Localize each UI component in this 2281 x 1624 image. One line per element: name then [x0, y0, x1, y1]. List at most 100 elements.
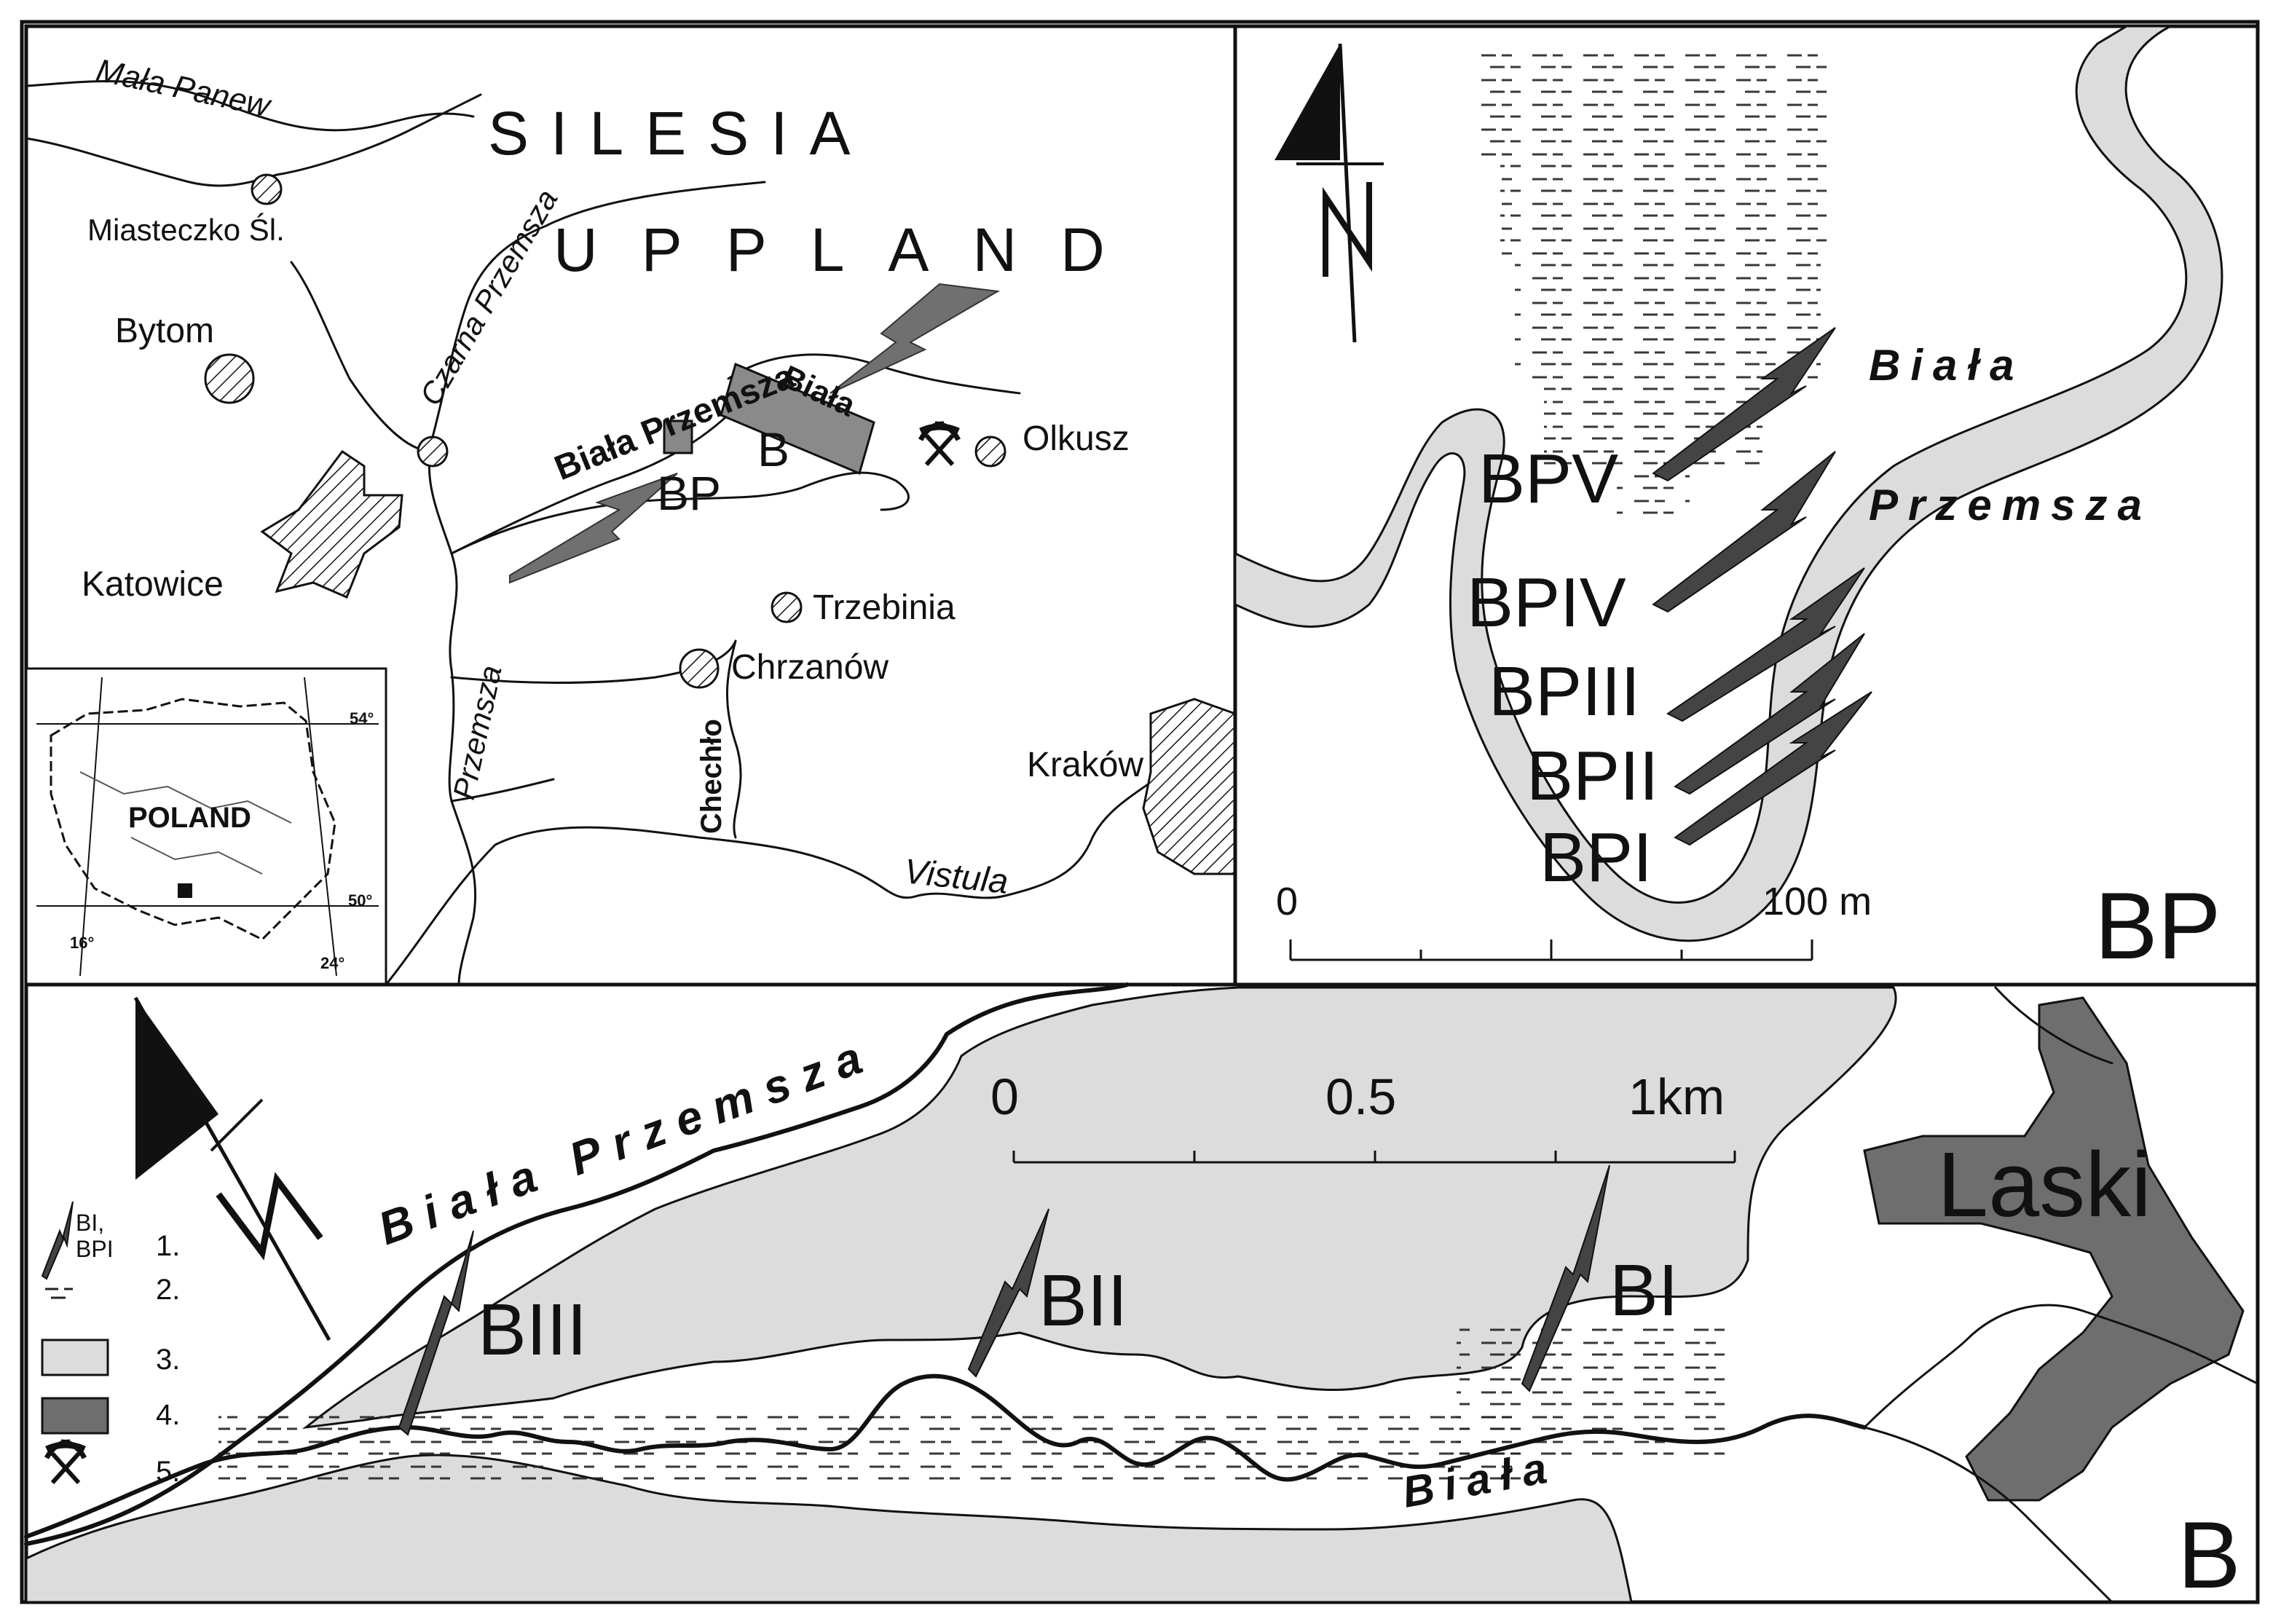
study-area-marker	[178, 883, 192, 898]
terrace-edge-line	[1994, 986, 2113, 1065]
lat54-label: 54°	[350, 709, 374, 728]
site-label-bpv: BPV	[1478, 440, 1618, 518]
czarna-przemsza-river	[428, 181, 766, 986]
uppland-label: UPPLAND	[553, 216, 1149, 284]
inset-internal-border-2	[130, 837, 263, 875]
chrzanow-label: Chrzanów	[731, 648, 889, 687]
olkusz-town-symbol	[974, 435, 1006, 468]
bp-detail-map: 0 100 m Biała Przemsza BPV BPIV BPIII BP…	[1233, 24, 2260, 987]
legend-light-swatch	[41, 1339, 109, 1376]
mala-panew-river	[25, 80, 475, 132]
b-scale-mid: 0.5	[1325, 1068, 1396, 1125]
krakow-label: Kraków	[1027, 746, 1143, 784]
bytom-label: Bytom	[115, 312, 214, 350]
legend-site-sym-a: BI,	[76, 1210, 104, 1236]
vistula-label: Vistula	[902, 852, 1010, 902]
bii-arrow	[967, 1208, 1049, 1378]
legend-item-3: 3.	[156, 1344, 180, 1376]
vistula-river	[385, 770, 1167, 986]
regional-map: SILESIA UPPLAND Mała Panew Czarna Przems…	[24, 24, 1237, 987]
laski-area	[1863, 996, 2245, 1502]
bi-arrow	[1521, 1164, 1610, 1392]
b-scale-bar	[1012, 1151, 1736, 1164]
b-detail-map: BI, BPI 1. 2. 3. 4. 5. Biała Przemsza Bi…	[24, 982, 2260, 1608]
biala-przemsza-channel	[1234, 25, 2223, 942]
arrow-bp-pointer	[509, 473, 678, 584]
bp-north-arrow	[1275, 43, 1384, 343]
legend-dark-swatch	[41, 1397, 109, 1435]
mala-panew-label: Mała Panew	[93, 52, 275, 125]
lon24-label: 24°	[320, 954, 344, 972]
przemsza-river	[450, 639, 737, 684]
bp-river-label-2: Przemsza	[1869, 481, 2152, 529]
miasteczko-label: Miasteczko Śl.	[87, 212, 285, 247]
b-panel-label: B	[2178, 1502, 2241, 1608]
west-tributary	[290, 261, 434, 453]
krakow-area	[1142, 698, 1237, 875]
legend-item-1: 1.	[156, 1230, 180, 1262]
site-label-bii: BII	[1039, 1260, 1127, 1341]
wisla-left-branch	[450, 778, 555, 803]
bp-scale-bar	[1289, 939, 1813, 961]
b-north-arrow	[133, 996, 331, 1341]
site-label-bpii: BPII	[1526, 737, 1658, 815]
chechlo-label: Chechło	[696, 719, 728, 834]
laski-label: Laski	[1937, 1133, 2151, 1236]
b-scale-start: 0	[990, 1068, 1019, 1125]
bp-river-label-1: Biała	[1869, 341, 2024, 390]
b-scale-end: 1km	[1628, 1068, 1725, 1125]
bpv-arrow	[1652, 327, 1836, 482]
site-label-bpiv: BPIV	[1467, 564, 1626, 642]
poland-label: POLAND	[128, 802, 251, 834]
lon16-label: 16°	[70, 934, 94, 952]
lat50-label: 50°	[348, 891, 372, 910]
legend: BI, BPI 1. 2. 3. 4. 5.	[41, 1201, 180, 1488]
b-site-box	[720, 362, 875, 476]
inset-frame	[25, 667, 387, 986]
bpiv-arrow	[1652, 451, 1836, 613]
bp-scale-start: 0	[1276, 880, 1298, 923]
b-site-label: B	[757, 422, 789, 476]
site-label-biii: BIII	[478, 1289, 587, 1371]
bp-site-box	[663, 419, 693, 454]
legend-item-5: 5.	[156, 1456, 180, 1488]
inset-lon24-line	[304, 677, 337, 977]
legend-item-4: 4.	[156, 1399, 180, 1431]
floodplain-terrace-upper	[302, 986, 1897, 1430]
olkusz-label: Olkusz	[1023, 419, 1130, 458]
katowice-area	[260, 449, 403, 599]
poland-inset: POLAND 54° 50° 16° 24°	[25, 667, 387, 986]
arrow-b-pointer	[830, 283, 1001, 394]
bpiii-arrow	[1666, 567, 1865, 722]
tributary-to-laski	[1863, 1426, 2113, 1604]
trzebinia-label: Trzebinia	[813, 588, 956, 627]
biala-przemsza-river	[450, 471, 910, 555]
czarna-przemsza-label: Czarna Przemsza	[413, 184, 564, 411]
unnamed-town-symbol	[417, 435, 449, 468]
bp-site-label: BP	[657, 466, 721, 520]
site-label-bpiii: BPIII	[1489, 653, 1640, 730]
chrzanow-town-symbol	[679, 648, 720, 689]
chechlo-river	[726, 639, 742, 839]
inset-lon16-line	[79, 677, 103, 977]
legend-site-sym-b: BPI	[76, 1236, 114, 1262]
marsh-symbols	[1471, 44, 1835, 524]
site-label-bpi: BPI	[1540, 819, 1652, 896]
site-label-bi: BI	[1610, 1250, 1678, 1331]
trzebinia-town-symbol	[771, 591, 803, 623]
bp-scale-end: 100 m	[1762, 880, 1872, 923]
legend-mine-symbol	[47, 1442, 84, 1483]
poland-outline	[50, 698, 336, 941]
legend-item-2: 2.	[156, 1274, 180, 1306]
legend-site-arrow	[41, 1201, 74, 1280]
bp-panel-label: BP	[2095, 872, 2221, 979]
bpi-arrow	[1674, 691, 1872, 846]
biala-przemsza-upper	[450, 406, 737, 555]
mala-panew-branch	[25, 137, 278, 187]
biala-przemsza-b-river	[24, 982, 1130, 1546]
miasteczko-town-symbol	[251, 173, 283, 205]
river-to-czarna	[275, 93, 482, 176]
przemsza-label: Przemsza	[446, 662, 508, 802]
katowice-label: Katowice	[82, 565, 224, 604]
